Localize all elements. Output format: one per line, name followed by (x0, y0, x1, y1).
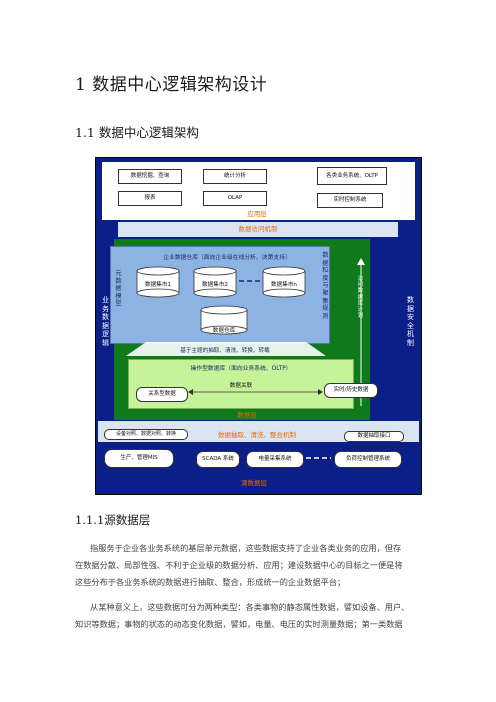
warehouse-title: 企业数据仓库（面向企业级在线分析、决策支持） (163, 255, 291, 261)
meter-box: 电量采集系统 (246, 451, 304, 468)
mis-box: 生产、管理MIS (104, 449, 174, 468)
dashed-connector (239, 280, 264, 282)
up-arrow-right (357, 258, 365, 406)
box-stats: 统计分析 (203, 169, 267, 184)
paragraph-2-line-1: 从某种意义上，这些数据可分为两种类型：各类事物的静态属性数据，譬如设备、用户、 (90, 602, 410, 612)
martn-cylinder-icon (262, 266, 306, 298)
architecture-diagram: 数据挖掘、查询 报表 统计分析 OLAP 各类业务系统、OLTP 实时控制系统 … (95, 157, 422, 495)
warehouse-cylinder-icon (200, 305, 248, 335)
link-arrow (188, 389, 323, 395)
section-heading-1: 1 数据中心逻辑架构设计 (75, 75, 268, 95)
mart1-cylinder-icon (136, 266, 180, 298)
paragraph-1-line-2: 在数据分散、局部性强、不利于企业级的数据分析、应用；建设数据中心的目标之一便是将 (75, 560, 403, 570)
extract-interface-box: 数据抽取接口 (344, 431, 404, 442)
mart2-cylinder-icon (193, 266, 237, 298)
data-link-label: 数据关联 (229, 383, 253, 389)
section-heading-1-1-1: 1.1.1源数据层 (75, 513, 151, 527)
paragraph-1-line-1: 指服务于企业各业务系统的基层单元数据，这些数据支持了企业各类业务的应用，但存 (90, 543, 402, 553)
realtime-history-box: 实时/历史数据 (324, 383, 378, 398)
paragraph-1-line-3: 这些分布于各业务系统的数据进行抽取、整合，形成统一的企业数据平台； (75, 577, 346, 587)
box-biz-systems: 各类业务系统、OLTP (317, 167, 387, 185)
data-warehouse-label: 数据仓库 (212, 328, 236, 334)
source-layer-label: 源数据层 (241, 479, 267, 487)
data-layer-label: 数据层 (237, 411, 257, 419)
up-arrow-etl (126, 342, 326, 356)
granularity-label: 数据粒度与聚集规则 (322, 252, 329, 320)
mart1-label: 数据集市1 (145, 282, 171, 288)
box-report: 报表 (118, 191, 182, 206)
access-mechanism-band: 数据访问机制 (118, 222, 398, 237)
business-logic-label: 业务数据逻辑 (102, 296, 109, 347)
paragraph-2-line-2: 知识等数据；事物的状态的动态变化数据，譬如，电量、电压的实时测量数据；第一类数据 (75, 619, 403, 629)
mart2-label: 数据集市2 (202, 282, 228, 288)
ods-title: 操作型数据库（面向业务系统、OLTP） (190, 366, 292, 372)
device-mapping-box: 设备对照、数据对照、转换 (104, 429, 188, 440)
etl-label: 基于主题的抽取、清洗、转换、转载 (180, 348, 270, 354)
security-mechanism-label: 数据安全机制 (407, 296, 414, 347)
box-olap: OLAP (203, 191, 267, 206)
load-control-box: 负荷控制管理系统 (334, 451, 402, 468)
relational-data-box: 关系型数据 (136, 387, 188, 402)
scada-box: SCADA 系统 (196, 451, 240, 468)
martn-label: 数据集市n (271, 282, 297, 288)
metadata-model-label: 元数据模型 (115, 270, 122, 307)
section-heading-1-1: 1.1 数据中心逻辑架构 (75, 125, 199, 140)
box-realtime-control: 实时控制系统 (317, 193, 383, 208)
extraction-label: 数据抽取、清洗、整合机制 (218, 431, 296, 439)
dashed-connector-2 (306, 457, 331, 459)
box-mining: 数据挖掘、查询 (118, 169, 182, 184)
application-layer-label: 应用层 (247, 210, 267, 218)
